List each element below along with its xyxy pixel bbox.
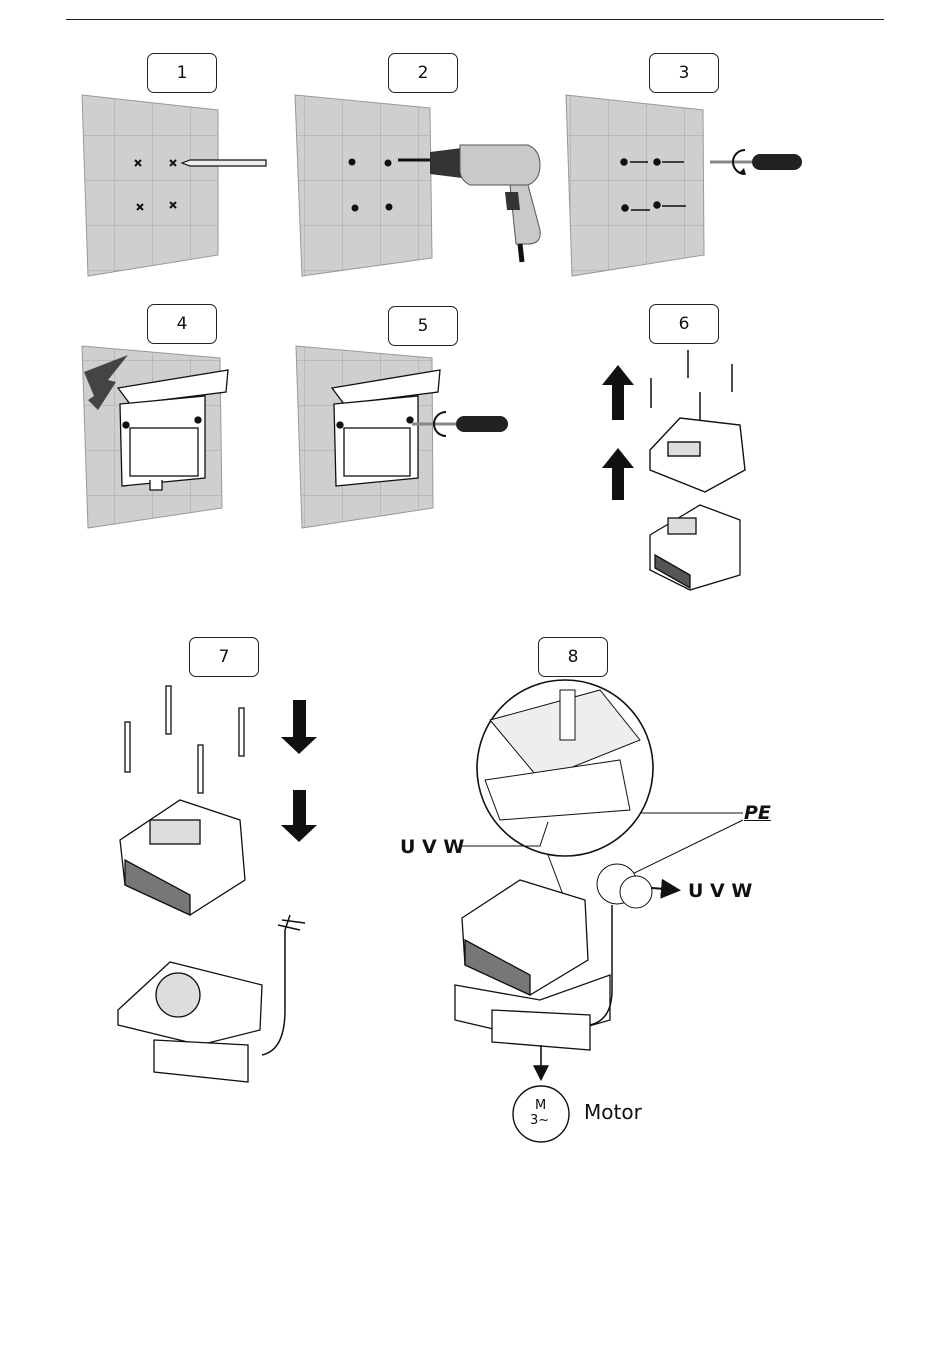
step-8-terminal-magnifier [597, 864, 652, 908]
step-2-wall [295, 95, 432, 276]
motor-symbol-phase: 3~ [530, 1113, 549, 1128]
uvw-right-label: U V W [688, 880, 752, 902]
step-1-wall [82, 95, 218, 276]
step-8-assembled-drive [455, 880, 610, 1050]
step-7-cables [262, 915, 305, 1055]
step-7-mount-bracket [118, 962, 262, 1082]
motor-symbol-m: M [535, 1098, 546, 1113]
step-3-wall [566, 95, 704, 276]
step-6-drive-base [650, 505, 740, 590]
step-7-screws [125, 686, 244, 793]
step-6-screws [651, 350, 732, 420]
step-8-detail-circle [477, 680, 653, 856]
pencil-icon [182, 160, 266, 166]
step-7-down-arrows [281, 700, 317, 842]
uvw-left-label: U V W [400, 836, 464, 858]
screwdriver-icon [710, 150, 802, 175]
motor-label: Motor [584, 1100, 642, 1124]
step-7-drive-unit [120, 800, 245, 915]
step-6-cover [650, 418, 745, 492]
pe-label: PE [744, 802, 771, 824]
step-6-up-arrows [602, 365, 634, 500]
